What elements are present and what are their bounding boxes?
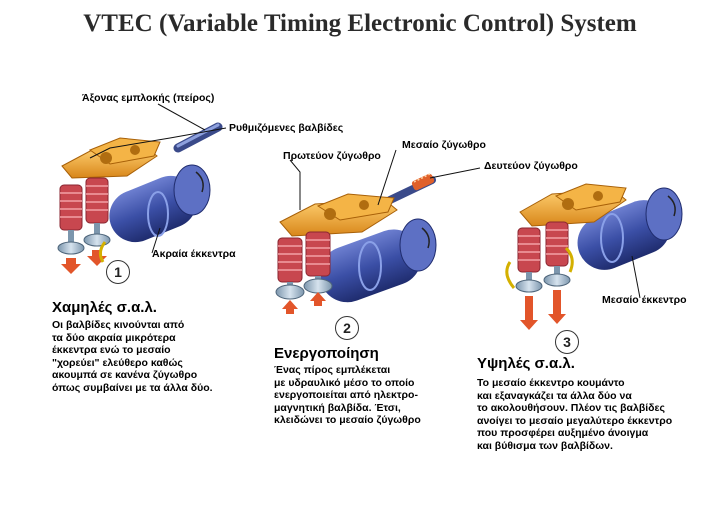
assembly-1 xyxy=(57,122,223,274)
label-secondary-rocker: Δευτεύον ζύγωθρο xyxy=(484,160,578,172)
step-2-line: ενεργοποιείται από ηλεκτρο- xyxy=(274,389,418,401)
label-middle-cam: Μεσαίο έκκεντρο xyxy=(602,294,687,306)
step-1-line: Οι βαλβίδες κινούνται από xyxy=(52,319,185,331)
label-adjustable-valves: Ρυθμιζόμενες βαλβίδες xyxy=(229,122,344,134)
step-3-line: Το μεσαίο έκκεντρο κουμάντο xyxy=(477,377,625,389)
step-1-heading: Χαμηλές σ.α.λ. xyxy=(52,299,157,316)
step-1-line: έκκεντρα ενώ το μεσαίο xyxy=(52,344,171,356)
label-primary-rocker: Πρωτεύον ζύγωθρο xyxy=(283,150,381,162)
leader-lines xyxy=(89,103,641,299)
label-middle-rocker: Μεσαίο ζύγωθρο xyxy=(402,139,486,151)
step-3-line: και βύθισμα των βαλβίδων. xyxy=(477,439,613,452)
step-3-line: που προσφέρει αυξημένο άνοιγμα xyxy=(477,427,649,439)
assembly-3 xyxy=(505,183,683,330)
step-3-line: το ακολουθήσουν. Πλέον τις βαλβίδες xyxy=(477,402,665,414)
step-3-number: 3 xyxy=(555,330,579,354)
step-2-heading: Ενεργοποίηση xyxy=(274,345,379,362)
step-3-heading: Υψηλές σ.α.λ. xyxy=(477,355,575,372)
step-2-number: 2 xyxy=(335,316,359,340)
step-1-line: τα δύο ακραία μικρότερα xyxy=(52,331,176,344)
step-1-line: ακουμπά σε κανένα ζύγωθρο xyxy=(52,369,198,381)
step-2-description: Ένας πίρος εμπλέκεται με υδραυλικό μέσο … xyxy=(274,364,421,427)
label-pin-axle: Άξονας εμπλοκής (πείρος) xyxy=(82,92,215,104)
step-2-line: με υδραυλικό μέσο το οποίο xyxy=(274,376,415,389)
step-2-line: μαγνητική βαλβίδα. Έτσι, xyxy=(274,401,401,414)
step-3-description: Το μεσαίο έκκεντρο κουμάντο και εξαναγκά… xyxy=(477,377,672,452)
step-1-line: "χορεύει" ελεύθερο καθώς xyxy=(52,356,183,369)
step-1-number: 1 xyxy=(106,260,130,284)
step-2-line: Ένας πίρος εμπλέκεται xyxy=(274,364,391,376)
step-1-line: όπως συμβαίνει με τα άλλα δύο. xyxy=(52,381,213,394)
step-2-line: κλειδώνει το μεσαίο ζύγωθρο xyxy=(274,414,421,426)
step-1-description: Οι βαλβίδες κινούνται από τα δύο ακραία … xyxy=(52,319,213,394)
label-outer-cams: Ακραία έκκεντρα xyxy=(152,248,236,260)
step-3-line: ανοίγει το μεσαίο μεγαλύτερο έκκεντρο xyxy=(477,414,673,427)
step-3-line: και εξαναγκάζει τα άλλα δύο να xyxy=(477,389,632,402)
assembly-2 xyxy=(275,173,437,314)
page-title: VTEC (Variable Timing Electronic Control… xyxy=(83,10,637,37)
